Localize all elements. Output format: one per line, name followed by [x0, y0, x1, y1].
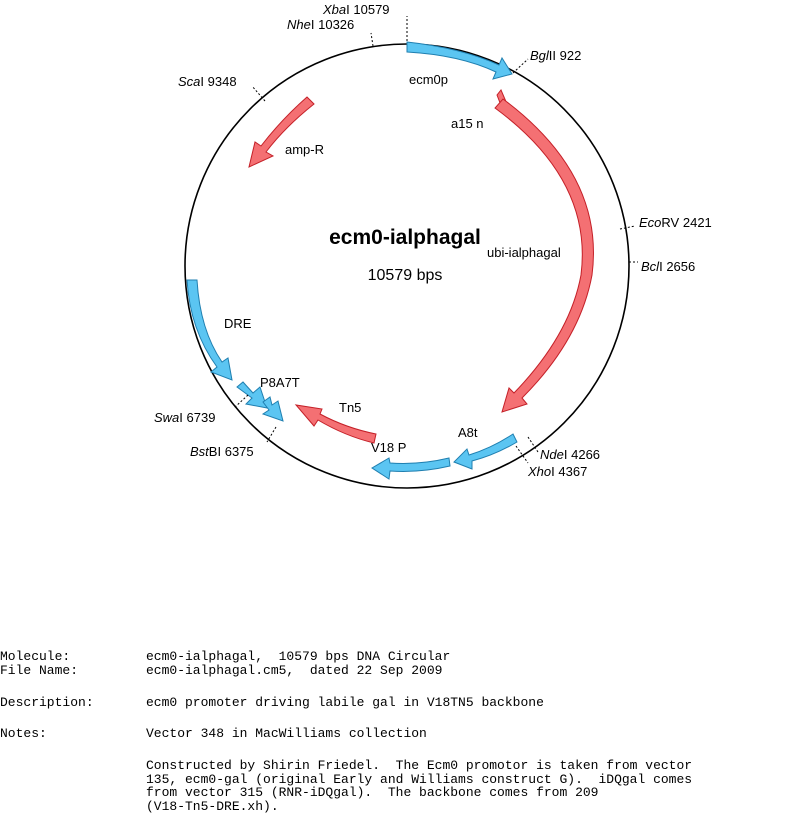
feature-tn5: Tn5 — [294, 400, 377, 444]
feature-v18p: V18 P — [371, 440, 451, 480]
site-xhoi: XhoI 4367 — [515, 445, 587, 479]
site-swai-label: SwaI 6739 — [154, 410, 215, 425]
site-scai-tick — [251, 85, 266, 102]
plasmid-map: ecm0-ialphagal 10579 bps ecm0p A8t V18 P… — [154, 2, 712, 489]
map-title: ecm0-ialphagal — [329, 226, 481, 249]
site-bglii-label: BglII 922 — [530, 48, 581, 63]
feature-p8a7t-head2 — [261, 396, 284, 422]
feature-amp-r: amp-R — [248, 96, 324, 168]
notes-para-line4: (V18-Tn5-DRE.xh). — [146, 798, 279, 814]
site-nhei: NheI 10326 — [287, 17, 374, 47]
feature-dre: DRE — [186, 279, 252, 381]
feature-p8a7t-arrow — [236, 381, 268, 409]
plasmid-backbone — [184, 43, 630, 489]
description-key: Description: — [0, 695, 94, 710]
feature-ecm0p-arrow — [406, 41, 513, 80]
site-ndei-tick — [527, 436, 539, 453]
site-scai-label: ScaI 9348 — [178, 74, 237, 89]
feature-p8a7t-label: P8A7T — [260, 375, 300, 390]
site-nhei-tick — [370, 32, 374, 47]
site-bstbi: BstBI 6375 — [190, 426, 277, 459]
site-xbai: XbaI 10579 — [322, 2, 408, 41]
notes-para-line3: from vector 315 (RNR-iDQgal). The backbo… — [146, 785, 599, 800]
site-bcli-label: BclI 2656 — [641, 259, 695, 274]
molecule-value: ecm0-ialphagal, 10579 bps DNA Circular — [146, 649, 451, 664]
feature-a8t: A8t — [453, 425, 518, 470]
site-nhei-label: NheI 10326 — [287, 17, 354, 32]
site-ecorv-tick — [619, 225, 636, 230]
site-ecorv-label: EcoRV 2421 — [639, 215, 712, 230]
site-bcli: BclI 2656 — [629, 259, 695, 274]
feature-v18p-label: V18 P — [371, 440, 406, 455]
feature-a15n-label: a15 n — [451, 116, 484, 131]
description-value: ecm0 promoter driving labile gal in V18T… — [146, 695, 544, 710]
feature-ubi-ialphagal-arrow — [494, 98, 594, 413]
molecule-key: Molecule: — [0, 649, 71, 664]
site-bstbi-tick — [266, 426, 277, 443]
feature-amp-r-arrow — [248, 96, 315, 168]
site-bglii-tick — [512, 58, 529, 74]
feature-ubi-ialphagal-label: ubi-ialphagal — [487, 245, 561, 260]
notes-para-line2: 135, ecm0-gal (original Early and Willia… — [146, 771, 693, 787]
site-ecorv: EcoRV 2421 — [619, 215, 712, 230]
feature-ecm0p-label: ecm0p — [409, 72, 448, 87]
site-swai: SwaI 6739 — [154, 394, 249, 425]
site-scai: ScaI 9348 — [178, 74, 266, 102]
site-swai-tick — [233, 394, 249, 409]
feature-a8t-label: A8t — [458, 425, 478, 440]
feature-ubi-ialphagal: ubi-ialphagal — [487, 98, 594, 413]
file-name-key: File Name: — [0, 662, 79, 678]
site-bglii: BglII 922 — [512, 48, 581, 74]
notes-key: Notes: — [0, 726, 47, 741]
feature-dre-arrow — [186, 279, 233, 381]
file-name-value: ecm0-ialphagal.cm5, dated 22 Sep 2009 — [146, 662, 443, 678]
feature-a8t-arrow — [453, 433, 518, 470]
feature-dre-label: DRE — [224, 316, 252, 331]
notes-para-line1: Constructed by Shirin Friedel. The Ecm0 … — [146, 758, 693, 773]
map-size: 10579 bps — [368, 267, 443, 284]
feature-v18p-arrow — [371, 457, 451, 480]
site-xhoi-label: XhoI 4367 — [527, 464, 587, 479]
site-xbai-label: XbaI 10579 — [322, 2, 390, 17]
site-xhoi-tick — [515, 445, 529, 464]
site-ndei: NdeI 4266 — [527, 436, 600, 462]
site-bstbi-label: BstBI 6375 — [190, 444, 254, 459]
feature-amp-r-label: amp-R — [285, 142, 324, 157]
feature-ecm0p: ecm0p — [406, 41, 513, 87]
feature-p8a7t: P8A7T — [236, 375, 300, 422]
feature-tn5-label: Tn5 — [339, 400, 361, 415]
notes-line1: Vector 348 in MacWilliams collection — [146, 726, 427, 741]
site-ndei-label: NdeI 4266 — [540, 447, 600, 462]
feature-tn5-arrow — [294, 404, 377, 444]
